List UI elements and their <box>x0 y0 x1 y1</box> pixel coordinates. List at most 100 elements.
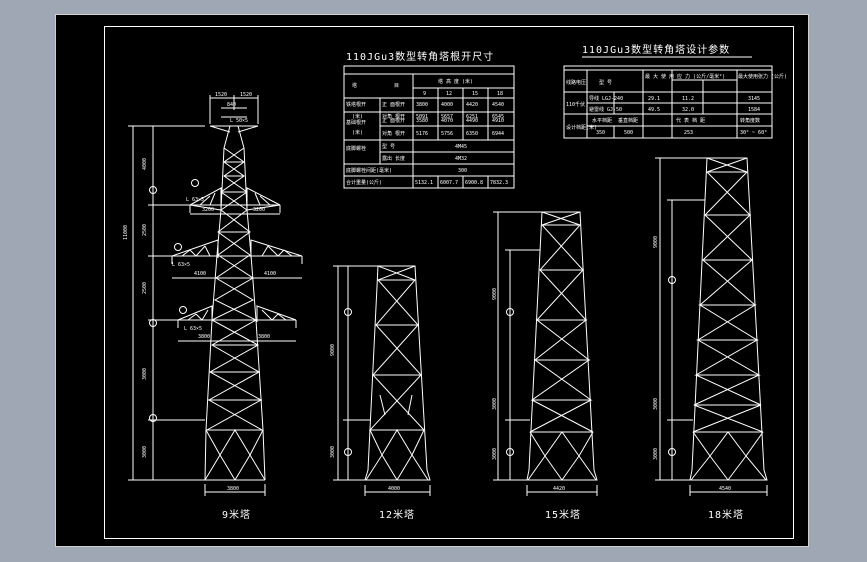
dim-15m-v2: 3000 <box>492 448 498 460</box>
dim-9m-v1: 2500 <box>142 224 148 236</box>
right-table <box>563 65 773 139</box>
lt-r3-sub: 对角 根开 <box>382 130 405 137</box>
rt-r1-v1: 32.0 <box>682 107 694 113</box>
lt-r3-group: (米) <box>352 129 363 136</box>
dim-9m-arm2-left: 4100 <box>194 271 206 277</box>
rt-design-v2: 253 <box>684 130 693 136</box>
left-table-title: 110JGu3数型转角塔根开尺寸 <box>346 50 494 63</box>
lt-r1-v3: 6545 <box>492 114 504 120</box>
lt-r2-v0: 3580 <box>416 118 428 124</box>
lt-r7-v1: 6007.7 <box>440 180 458 186</box>
tower-label-9m: 9米塔 <box>222 508 251 521</box>
dim-9m-arm2-angle: L 63×5 <box>172 262 190 268</box>
lt-r0-v0: 3800 <box>416 102 428 108</box>
dim-18m-v0: 9000 <box>653 236 659 248</box>
lt-r1-v1: 5657 <box>441 114 453 120</box>
left-table <box>343 65 515 189</box>
lt-r2-v1: 4070 <box>441 118 453 124</box>
dim-18m-v2: 3000 <box>653 448 659 460</box>
lt-r3-v3: 6944 <box>492 131 504 137</box>
lt-r5-sub: 露出 长度 <box>382 155 405 162</box>
rt-r1-v2: 1584 <box>748 107 760 113</box>
lt-r5-v0: 4M32 <box>455 156 467 162</box>
lt-r0-v1: 4000 <box>441 102 453 108</box>
lt-r1-sub: 对角 根开 <box>382 113 405 120</box>
lt-h-col3: 塔 高 度 (米) <box>438 78 473 85</box>
right-table-title: 110JGu3数型转角塔设计参数 <box>582 43 730 56</box>
lt-h-9: 9 <box>423 91 426 97</box>
dim-9m-v0: 4000 <box>142 158 148 170</box>
tower-18m <box>655 157 768 496</box>
lt-r7-group: 合计重量(公斤) <box>346 179 382 186</box>
dim-12m-v1: 3000 <box>330 446 336 458</box>
dim-9m-v2: 2500 <box>142 282 148 294</box>
lt-r0-group: 铁塔根开 <box>346 101 366 108</box>
dim-9m-arm1-angle: L 63×5 <box>186 197 204 203</box>
rt-r0-v1: 11.2 <box>682 96 694 102</box>
dim-9m-arm3-angle: L 63×5 <box>184 326 202 332</box>
dim-9m-base: 3800 <box>227 486 239 492</box>
rt-design-sub1: 垂直档距 <box>618 117 638 124</box>
rt-h-col2: 型 号 <box>599 79 612 86</box>
rt-h-col3: 最 大 使 用 应 力 (公斤/毫米²) <box>645 73 725 80</box>
dim-15m-base: 4420 <box>553 486 565 492</box>
dim-9m-arm3-left: 3800 <box>198 334 210 340</box>
lt-r0-v3: 4540 <box>492 102 504 108</box>
dim-9m-total: 11000 <box>123 225 129 240</box>
dim-15m-v1: 3000 <box>492 398 498 410</box>
lt-r2-v2: 4490 <box>466 118 478 124</box>
lt-r4-sub: 型 号 <box>382 143 395 150</box>
rt-design-v3: 30° ~ 60° <box>740 130 767 136</box>
dim-9m-angle-top: L 50×5 <box>230 118 248 124</box>
lt-r4-group: 底脚螺栓 <box>346 145 366 152</box>
dim-9m-top-right: 1520 <box>240 92 252 98</box>
lt-h-col2: 目 <box>394 83 399 89</box>
tower-label-18m: 18米塔 <box>708 508 744 521</box>
rt-r0-model: 导线 LGJ-240 <box>589 95 623 102</box>
drawing-border <box>104 26 794 539</box>
dim-9m-top-left: 1520 <box>215 92 227 98</box>
dim-18m-base: 4540 <box>719 486 731 492</box>
dim-9m-arm1-left: 3200 <box>202 207 214 213</box>
rt-design-v0: 350 <box>596 130 605 136</box>
lt-r2-sub: 正 面根开 <box>382 117 405 124</box>
dim-12m-base: 4000 <box>388 486 400 492</box>
lt-r4-v0: 4M45 <box>455 144 467 150</box>
lt-h-col1: 塔 <box>352 82 357 89</box>
tower-label-15m: 15米塔 <box>545 508 581 521</box>
lt-r0-v2: 4420 <box>466 102 478 108</box>
rt-design-v1: 500 <box>624 130 633 136</box>
lt-r1-group: (米) <box>352 113 363 120</box>
rt-r0-voltage: 110千伏 <box>566 101 585 108</box>
lt-r0-sub: 正 面根开 <box>382 101 405 108</box>
tower-label-12m: 12米塔 <box>379 508 415 521</box>
lt-r3-v2: 6350 <box>466 131 478 137</box>
rt-h-col4: 最大使用张力 (公斤) <box>738 73 787 80</box>
rt-design-label: 设计档距(米) <box>566 124 597 131</box>
lt-r1-v2: 6251 <box>466 114 478 120</box>
dim-9m-arm3-right: 3800 <box>258 334 270 340</box>
dim-9m-arm2-right: 4100 <box>264 271 276 277</box>
lt-r6-group: 底脚螺栓间距(毫米) <box>346 167 392 174</box>
tower-15m <box>493 211 598 496</box>
rt-design-sub2: 代 表 档 距 <box>676 117 705 124</box>
lt-h-18: 18 <box>497 91 503 97</box>
rt-r1-model: 避雷线 GJ-50 <box>589 106 622 113</box>
rt-r1-v0: 49.5 <box>648 107 660 113</box>
rt-r0-v2: 3145 <box>748 96 760 102</box>
dim-9m-v3: 3000 <box>142 368 148 380</box>
dim-9m-top-mid: 840 <box>227 102 236 108</box>
lt-r7-v2: 6900.8 <box>465 180 483 186</box>
tower-12m <box>333 265 431 496</box>
rt-design-sub3: 转角度数 <box>740 117 760 124</box>
lt-r7-v3: 7832.3 <box>490 180 508 186</box>
dim-9m-arm1-right: 3200 <box>253 207 265 213</box>
lt-r7-v0: 5132.1 <box>415 180 433 186</box>
dim-12m-v0: 9000 <box>330 344 336 356</box>
lt-r1-v0: 5091 <box>416 114 428 120</box>
tower-9m <box>128 95 303 496</box>
lt-r2-v3: 4910 <box>492 118 504 124</box>
lt-r2-group: 基础根开 <box>346 119 366 126</box>
rt-design-sub0: 水平档距 <box>592 117 612 124</box>
